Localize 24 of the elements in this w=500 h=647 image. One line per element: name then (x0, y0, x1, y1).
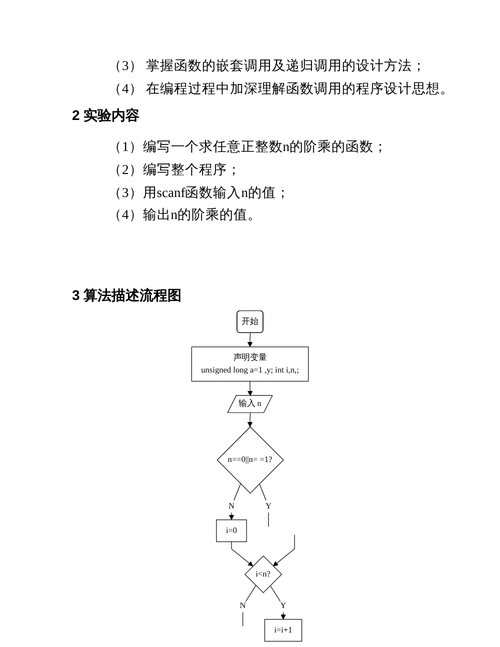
node-box: i=0 (216, 520, 247, 542)
connector (242, 585, 256, 626)
edge-label: Y (280, 602, 286, 610)
section-heading: 3 算法描述流程图 (72, 287, 182, 304)
arrow (228, 483, 241, 520)
arrow (272, 534, 295, 566)
list-item-text: （2）编写整个程序； (108, 161, 241, 178)
arrow (231, 541, 254, 566)
list-item-text: （3） 掌握函数的嵌套调用及递归调用的设计方法； (108, 57, 426, 74)
node-box: 声明变量 unsigned long a=1 ,y; int i,n,; (191, 346, 309, 382)
arrow (247, 412, 253, 428)
edge-label: N (228, 502, 235, 511)
list-item-text: （4） 在编程过程中加深理解函数调用的程序设计思想。 (108, 80, 454, 97)
node-diamond: n==0||n= =1? (216, 426, 284, 494)
arrow (247, 332, 253, 348)
arrow (248, 380, 253, 396)
section-heading: 2 实验内容 (72, 107, 140, 124)
list-item-text: （3）用scanf函数输入n的值； (108, 184, 290, 201)
node-diamond: i<n? (244, 556, 282, 594)
list-item-text: （4）输出n的阶乘的值。 (108, 206, 262, 223)
node-box: i=i+1 (264, 619, 302, 642)
list-item-text: （1）编写一个求任意正整数n的阶乘的函数； (108, 138, 388, 155)
edge-label: N (240, 602, 246, 610)
edge-label: Y (265, 502, 272, 511)
